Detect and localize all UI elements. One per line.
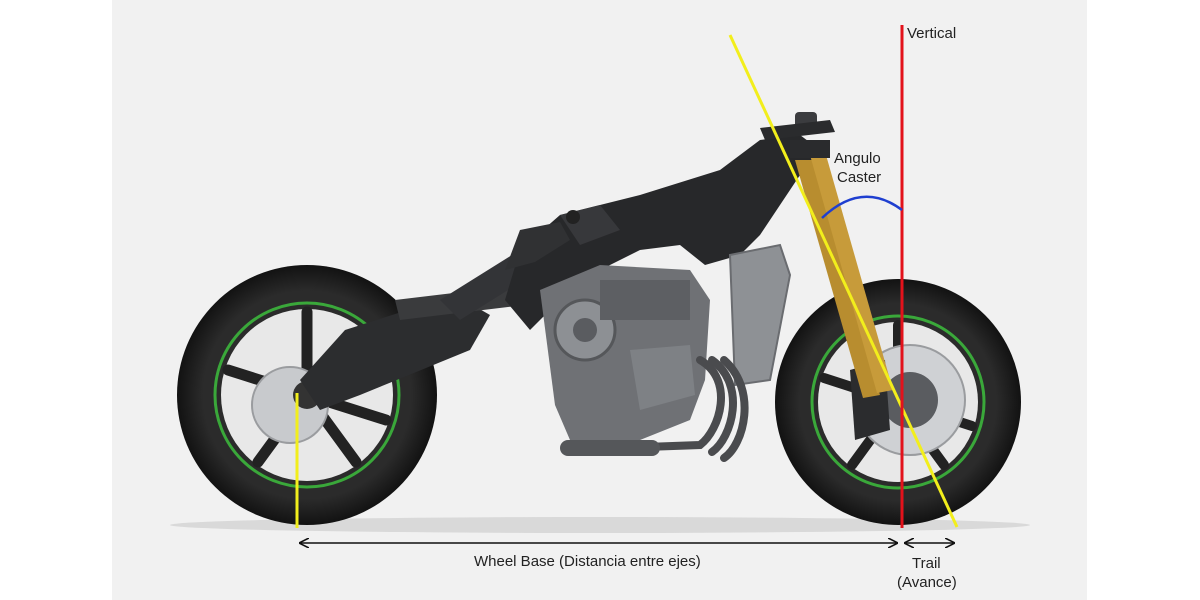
ground-shadow bbox=[170, 517, 1030, 533]
radiator bbox=[728, 243, 792, 387]
front-rim-stripe bbox=[810, 314, 986, 490]
rear-rim-stripe bbox=[213, 301, 401, 489]
steering-axis-line bbox=[728, 34, 959, 528]
trail-label-line1: Trail bbox=[912, 555, 941, 572]
engine bbox=[540, 265, 710, 440]
wheelbase-label: Wheel Base (Distancia entre ejes) bbox=[474, 553, 701, 570]
caster-label-line2: Caster bbox=[837, 169, 882, 186]
caster-angle-arc bbox=[821, 195, 903, 219]
swingarm bbox=[300, 295, 490, 410]
front-wheel bbox=[775, 279, 1021, 525]
trail-label-line2: (Avance) bbox=[897, 574, 957, 591]
caster-label-line1: Angulo bbox=[834, 150, 881, 167]
exhaust-headers bbox=[561, 356, 749, 462]
vertical-label: Vertical bbox=[907, 25, 957, 42]
